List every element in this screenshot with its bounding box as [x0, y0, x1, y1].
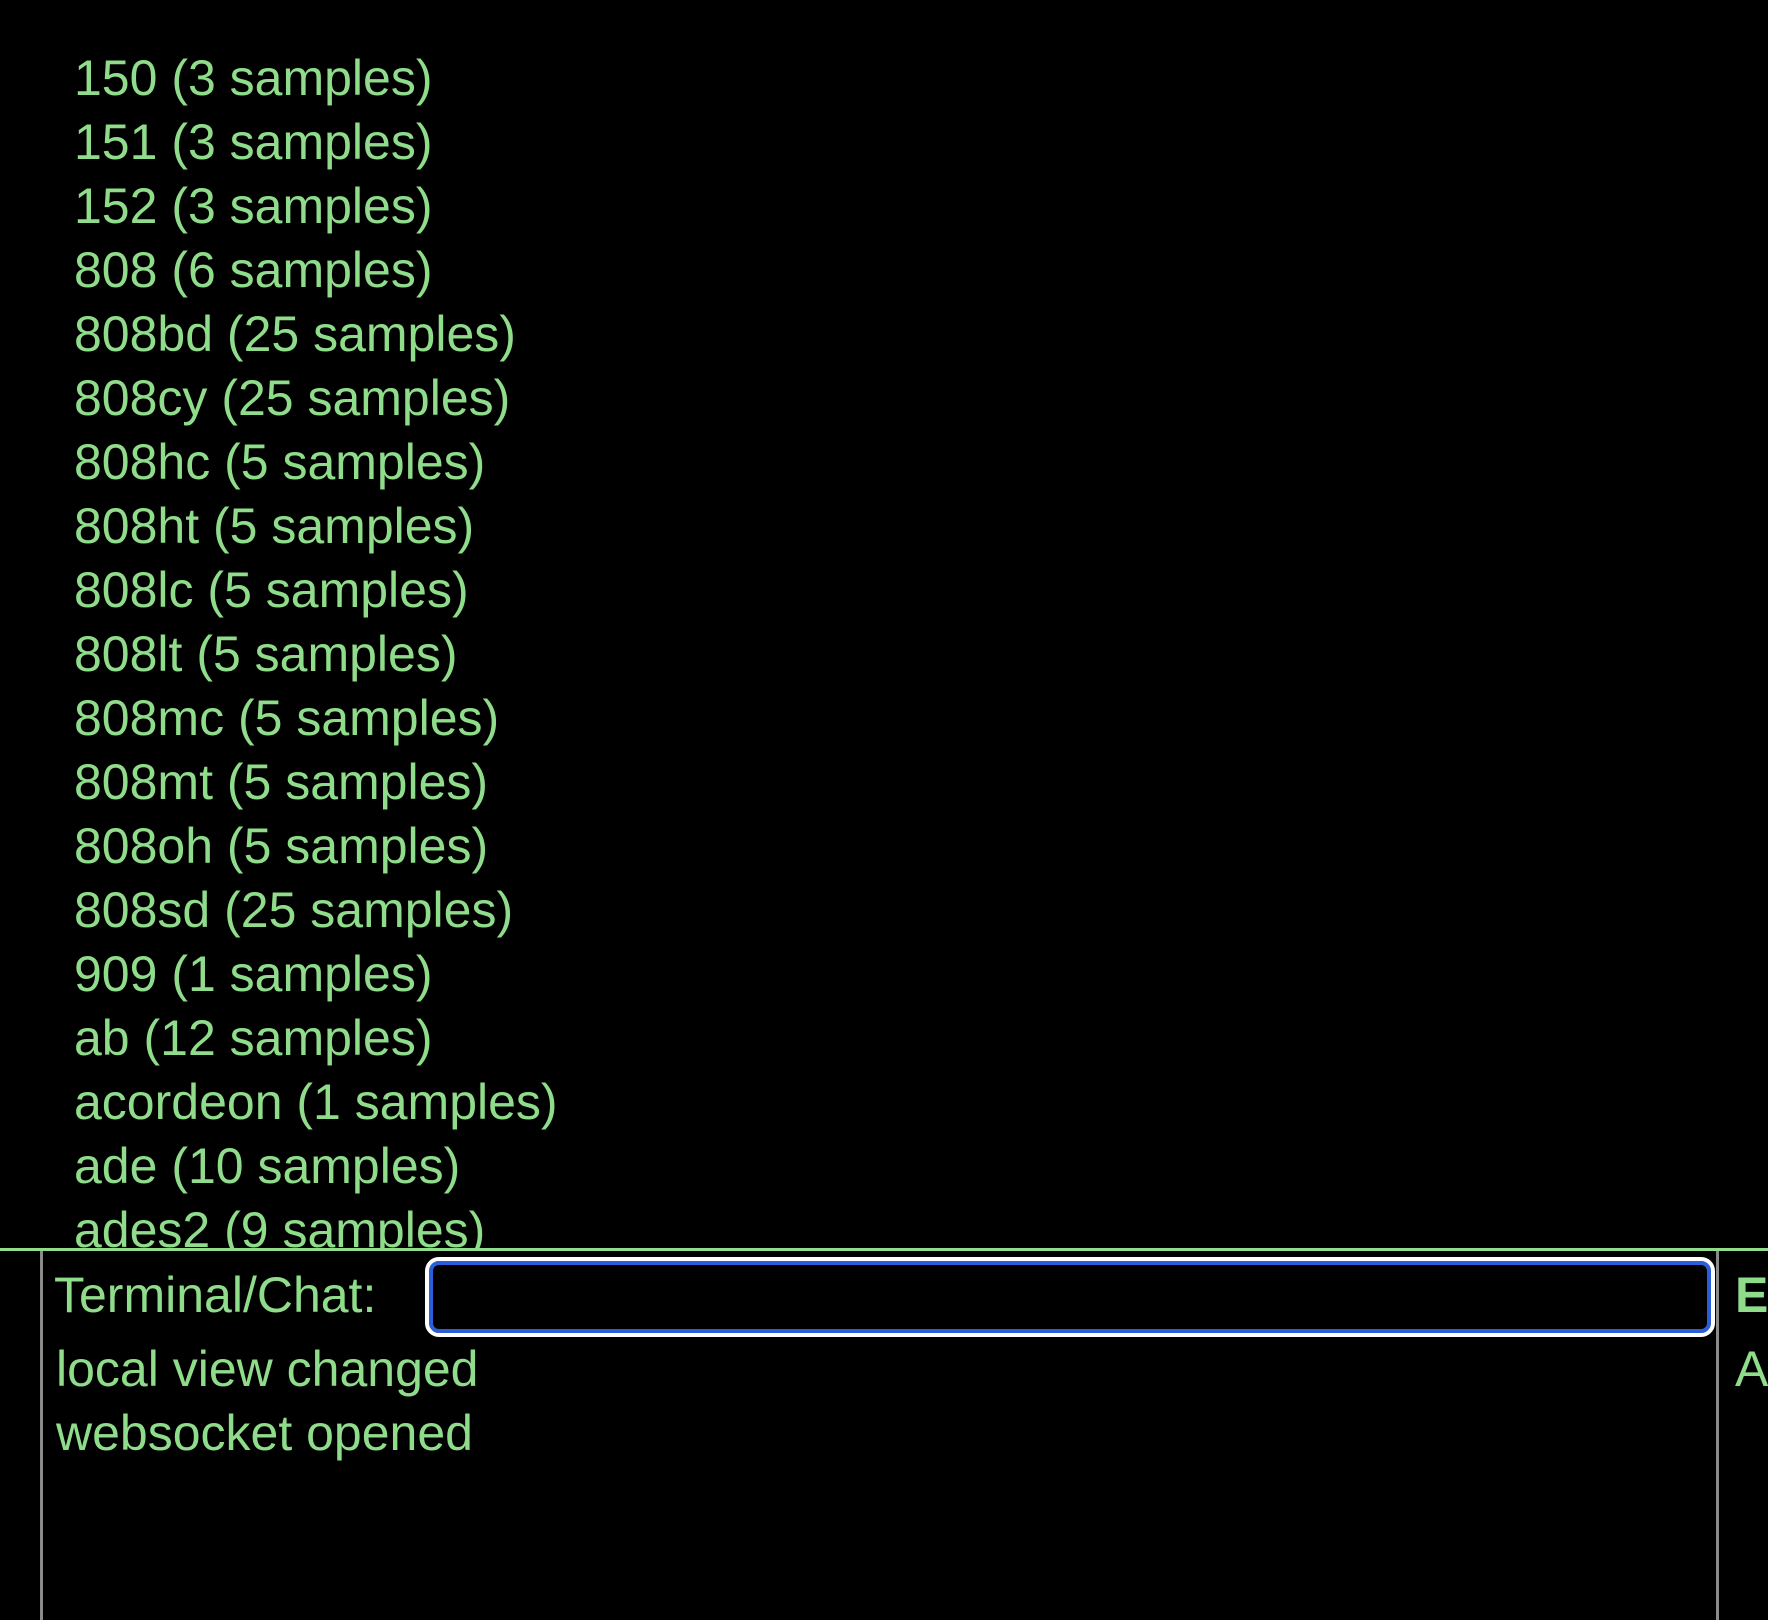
terminal-input[interactable] [425, 1257, 1715, 1337]
bottom-pane: Terminal/Chat: local view changed websoc… [0, 1251, 1768, 1620]
sample-list-item[interactable]: 808cy (25 samples) [74, 370, 511, 426]
sample-list-item[interactable]: 909 (1 samples) [74, 946, 433, 1002]
sample-list-item[interactable]: 808sd (25 samples) [74, 882, 514, 938]
log-line: websocket opened [56, 1405, 473, 1461]
terminal-panel: Terminal/Chat: local view changed websoc… [40, 1251, 1719, 1620]
sample-list-item[interactable]: 150 (3 samples) [74, 50, 433, 106]
sample-list-item[interactable]: 808hc (5 samples) [74, 434, 486, 490]
terminal-label: Terminal/Chat: [54, 1267, 377, 1323]
sample-list-item[interactable]: ab (12 samples) [74, 1010, 433, 1066]
sample-list-item[interactable]: ade (10 samples) [74, 1138, 461, 1194]
sample-list-item[interactable]: 808bd (25 samples) [74, 306, 516, 362]
right-panel-text: A [1735, 1341, 1768, 1397]
sample-list-item[interactable]: 808mt (5 samples) [74, 754, 489, 810]
sample-list-item[interactable]: 151 (3 samples) [74, 114, 433, 170]
sample-list-item[interactable]: 808mc (5 samples) [74, 690, 500, 746]
sample-list-item[interactable]: 808lt (5 samples) [74, 626, 458, 682]
sample-list[interactable]: 150 (3 samples) 151 (3 samples) 152 (3 s… [74, 46, 1674, 1248]
pane-divider[interactable] [0, 1248, 1768, 1251]
sample-list-item[interactable]: acordeon (1 samples) [74, 1074, 558, 1130]
sample-list-item[interactable]: 808 (6 samples) [74, 242, 433, 298]
sample-list-item[interactable]: 808oh (5 samples) [74, 818, 489, 874]
terminal-log: local view changed websocket opened [56, 1337, 479, 1465]
log-line: local view changed [56, 1341, 479, 1397]
right-panel-heading: E [1735, 1267, 1768, 1323]
sample-list-item[interactable]: 808lc (5 samples) [74, 562, 469, 618]
sample-list-item[interactable]: ades2 (9 samples) [74, 1202, 486, 1248]
right-panel: E A [1735, 1251, 1768, 1620]
sample-list-item[interactable]: 152 (3 samples) [74, 178, 433, 234]
sample-list-item[interactable]: 808ht (5 samples) [74, 498, 475, 554]
